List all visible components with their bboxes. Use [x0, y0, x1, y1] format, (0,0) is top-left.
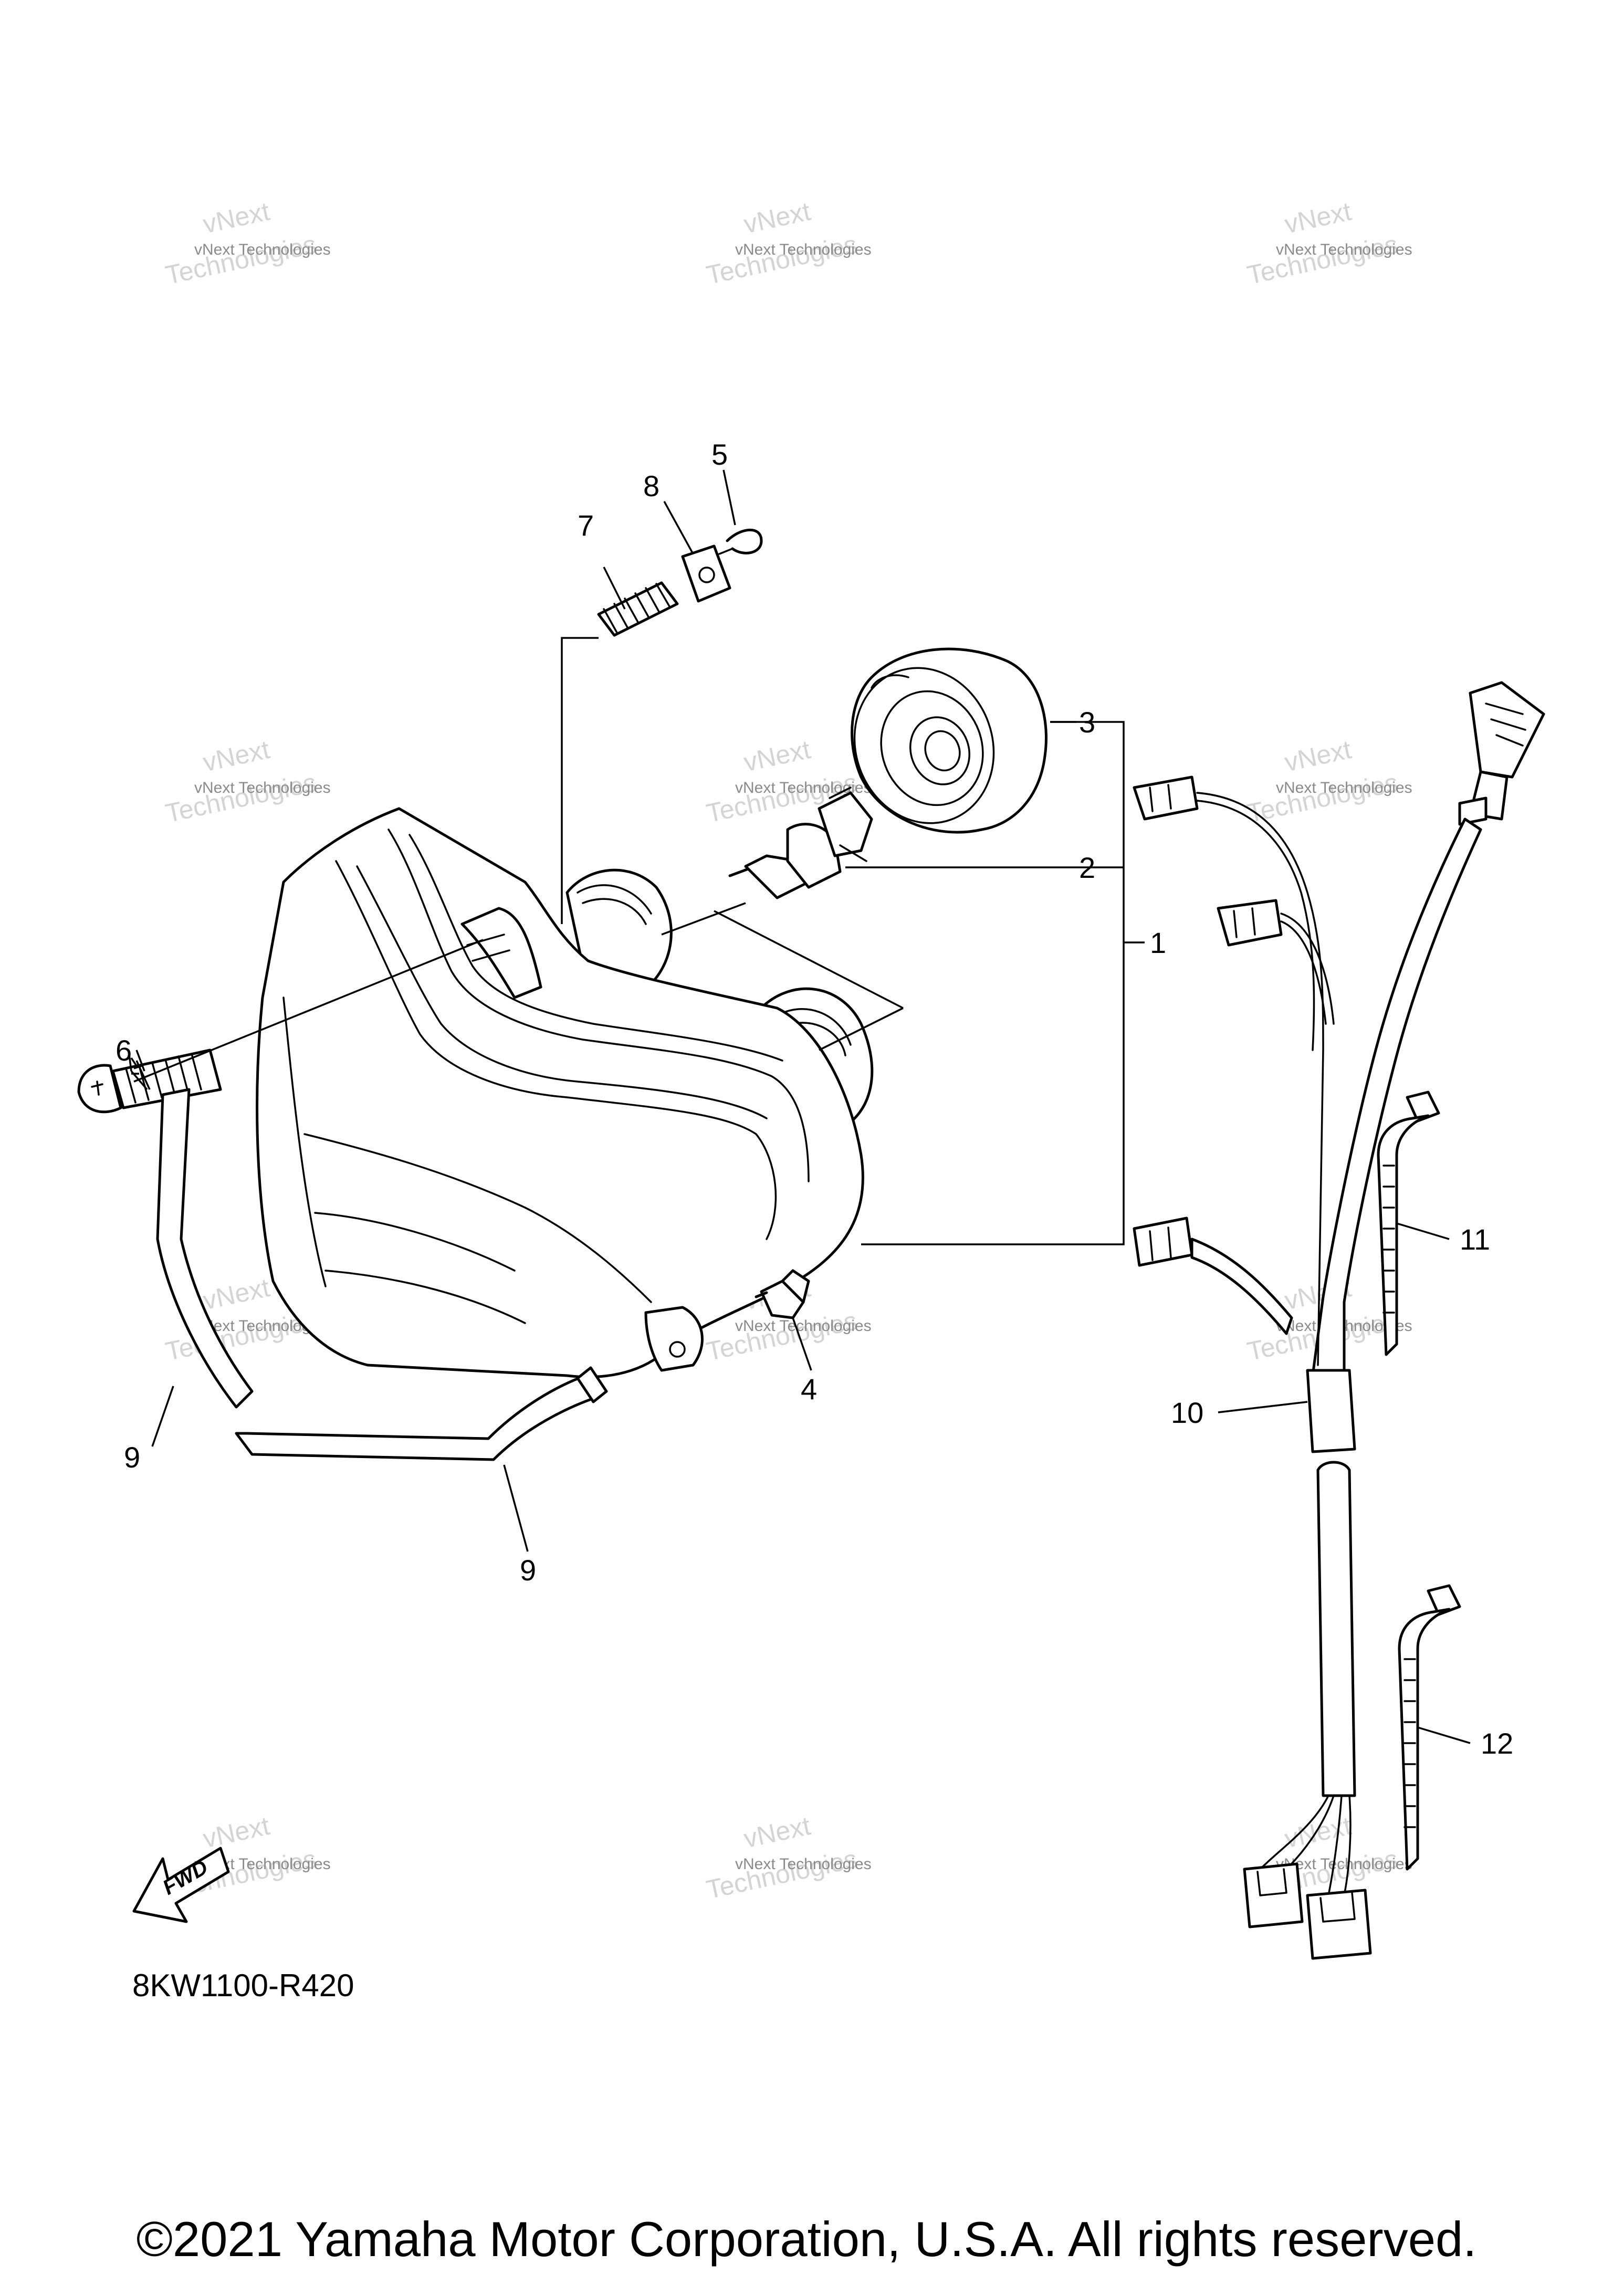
watermark-6: vNext Technologies — [1244, 735, 1400, 828]
callout-3: 3 — [1079, 706, 1095, 739]
watermark-brand: vNext — [201, 735, 273, 777]
cable-tie-11 — [1377, 1091, 1440, 1356]
clip — [718, 528, 763, 555]
watermark-brand: vNext — [741, 1811, 813, 1853]
watermark-text: vNext Technologies — [194, 241, 331, 258]
callout-10: 10 — [1171, 1396, 1203, 1429]
position-bulb — [755, 1269, 810, 1319]
diagram-part-code: 8KW1100-R420 — [132, 1968, 354, 2003]
headlight-bulb — [728, 787, 873, 899]
watermark-brand: vNext — [741, 196, 813, 239]
callout-2: 2 — [1079, 851, 1095, 884]
watermark-1: vNext Technologies — [163, 196, 319, 290]
adjuster-spring — [597, 581, 679, 637]
watermark-brand: vNext — [201, 1273, 273, 1315]
trim-strip-bottom — [235, 1366, 608, 1461]
watermark-word: Technologies — [704, 229, 860, 290]
callout-9-left: 9 — [124, 1441, 140, 1474]
watermark-word: Technologies — [1244, 768, 1400, 828]
callout-11: 11 — [1460, 1223, 1490, 1256]
watermark-word: Technologies — [163, 768, 319, 828]
nut-plate — [681, 544, 731, 603]
callout-12: 12 — [1481, 1727, 1513, 1760]
watermark-word: Technologies — [1244, 229, 1400, 290]
watermark-text: vNext Technologies — [1276, 241, 1412, 258]
callout-1: 1 — [1150, 926, 1166, 959]
callout-5: 5 — [711, 438, 728, 471]
watermark-word: Technologies — [163, 229, 319, 290]
watermark-brand: vNext — [201, 196, 273, 239]
copyright-notice: ©2021 Yamaha Motor Corporation, U.S.A. A… — [136, 2211, 1477, 2267]
callout-7: 7 — [578, 509, 594, 542]
watermark-text: vNext Technologies — [1276, 779, 1412, 796]
callout-8: 8 — [643, 469, 659, 502]
wire-harness — [1133, 681, 1545, 1960]
callout-4: 4 — [801, 1372, 817, 1406]
watermark-brand: vNext — [1282, 196, 1354, 239]
cable-tie-12 — [1398, 1584, 1461, 1871]
adjuster-screw — [77, 1049, 222, 1114]
watermark-brand: vNext — [201, 1811, 273, 1853]
watermark-11: vNext Technologies — [704, 1811, 860, 1904]
bulb-cover — [851, 647, 1048, 834]
watermark-text: vNext Technologies — [735, 1317, 872, 1335]
watermark-word: Technologies — [704, 1844, 860, 1904]
watermark-brand: vNext — [1282, 735, 1354, 777]
trim-strip-left — [156, 1088, 254, 1409]
watermark-2: vNext Technologies — [704, 196, 860, 290]
headlight-assembly — [256, 807, 874, 1378]
watermark-3: vNext Technologies — [1244, 196, 1400, 290]
watermark-text: vNext Technologies — [194, 779, 331, 796]
leader-lines — [128, 469, 1471, 1744]
watermark-text: vNext Technologies — [735, 241, 872, 258]
watermark-brand: vNext — [741, 735, 813, 777]
callout-9-bottom: 9 — [520, 1554, 536, 1587]
watermark-brand: vNext — [1282, 1811, 1354, 1853]
watermark-text: vNext Technologies — [735, 1855, 872, 1873]
watermark-4: vNext Technologies — [163, 735, 319, 828]
callout-6: 6 — [116, 1034, 132, 1067]
